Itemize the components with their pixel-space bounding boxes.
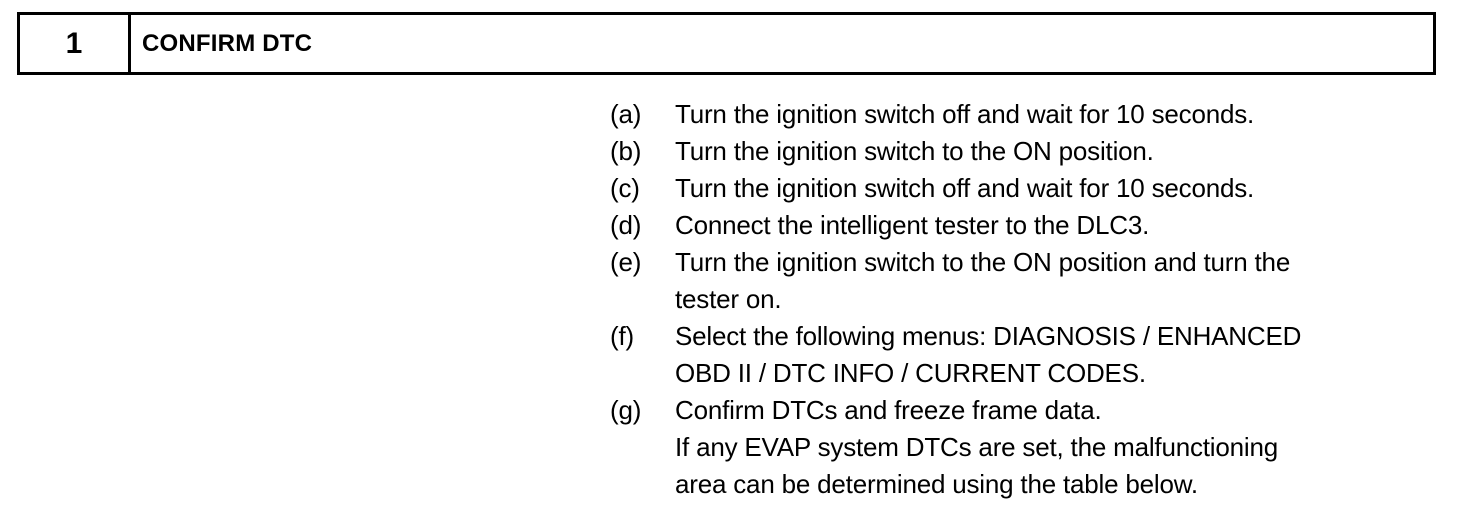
step-text: Turn the ignition switch off and wait fo… bbox=[675, 170, 1301, 207]
step-line: Turn the ignition switch to the ON posit… bbox=[675, 136, 1154, 166]
procedure-step-number-cell: 1 bbox=[20, 15, 131, 72]
procedure-step-a: (a) Turn the ignition switch off and wai… bbox=[610, 96, 1301, 133]
step-line: area can be determined using the table b… bbox=[675, 469, 1198, 499]
step-line: Turn the ignition switch off and wait fo… bbox=[675, 173, 1255, 203]
procedure-steps: (a) Turn the ignition switch off and wai… bbox=[610, 96, 1301, 503]
step-line: Select the following menus: DIAGNOSIS / … bbox=[675, 321, 1302, 351]
procedure-step-number: 1 bbox=[65, 26, 83, 60]
procedure-step-c: (c) Turn the ignition switch off and wai… bbox=[610, 170, 1301, 207]
step-line: Connect the intelligent tester to the DL… bbox=[675, 210, 1150, 240]
step-text: Turn the ignition switch to the ON posit… bbox=[675, 244, 1301, 318]
procedure-step-g: (g) Confirm DTCs and freeze frame data. … bbox=[610, 392, 1301, 503]
step-marker: (f) bbox=[610, 321, 634, 351]
step-line: If any EVAP system DTCs are set, the mal… bbox=[675, 432, 1278, 462]
step-line: Confirm DTCs and freeze frame data. bbox=[675, 395, 1102, 425]
step-text: Connect the intelligent tester to the DL… bbox=[675, 207, 1301, 244]
procedure-title-cell: CONFIRM DTC bbox=[131, 15, 1433, 72]
procedure-title: CONFIRM DTC bbox=[142, 29, 313, 57]
step-line: tester on. bbox=[675, 284, 782, 314]
step-line: Turn the ignition switch to the ON posit… bbox=[675, 247, 1291, 277]
step-text: Turn the ignition switch to the ON posit… bbox=[675, 133, 1301, 170]
step-marker: (a) bbox=[610, 99, 642, 129]
step-line: Turn the ignition switch off and wait fo… bbox=[675, 99, 1255, 129]
step-marker: (d) bbox=[610, 210, 642, 240]
procedure-header: 1 CONFIRM DTC bbox=[17, 12, 1436, 75]
step-marker: (e) bbox=[610, 247, 642, 277]
step-line: OBD II / DTC INFO / CURRENT CODES. bbox=[675, 358, 1146, 388]
step-text: Confirm DTCs and freeze frame data. If a… bbox=[675, 392, 1301, 503]
procedure-step-e: (e) Turn the ignition switch to the ON p… bbox=[610, 244, 1301, 318]
step-marker: (c) bbox=[610, 173, 640, 203]
procedure-step-b: (b) Turn the ignition switch to the ON p… bbox=[610, 133, 1301, 170]
procedure-step-d: (d) Connect the intelligent tester to th… bbox=[610, 207, 1301, 244]
step-marker: (b) bbox=[610, 136, 642, 166]
procedure-step-f: (f) Select the following menus: DIAGNOSI… bbox=[610, 318, 1301, 392]
step-marker: (g) bbox=[610, 395, 642, 425]
step-text: Turn the ignition switch off and wait fo… bbox=[675, 96, 1301, 133]
step-text: Select the following menus: DIAGNOSIS / … bbox=[675, 318, 1301, 392]
